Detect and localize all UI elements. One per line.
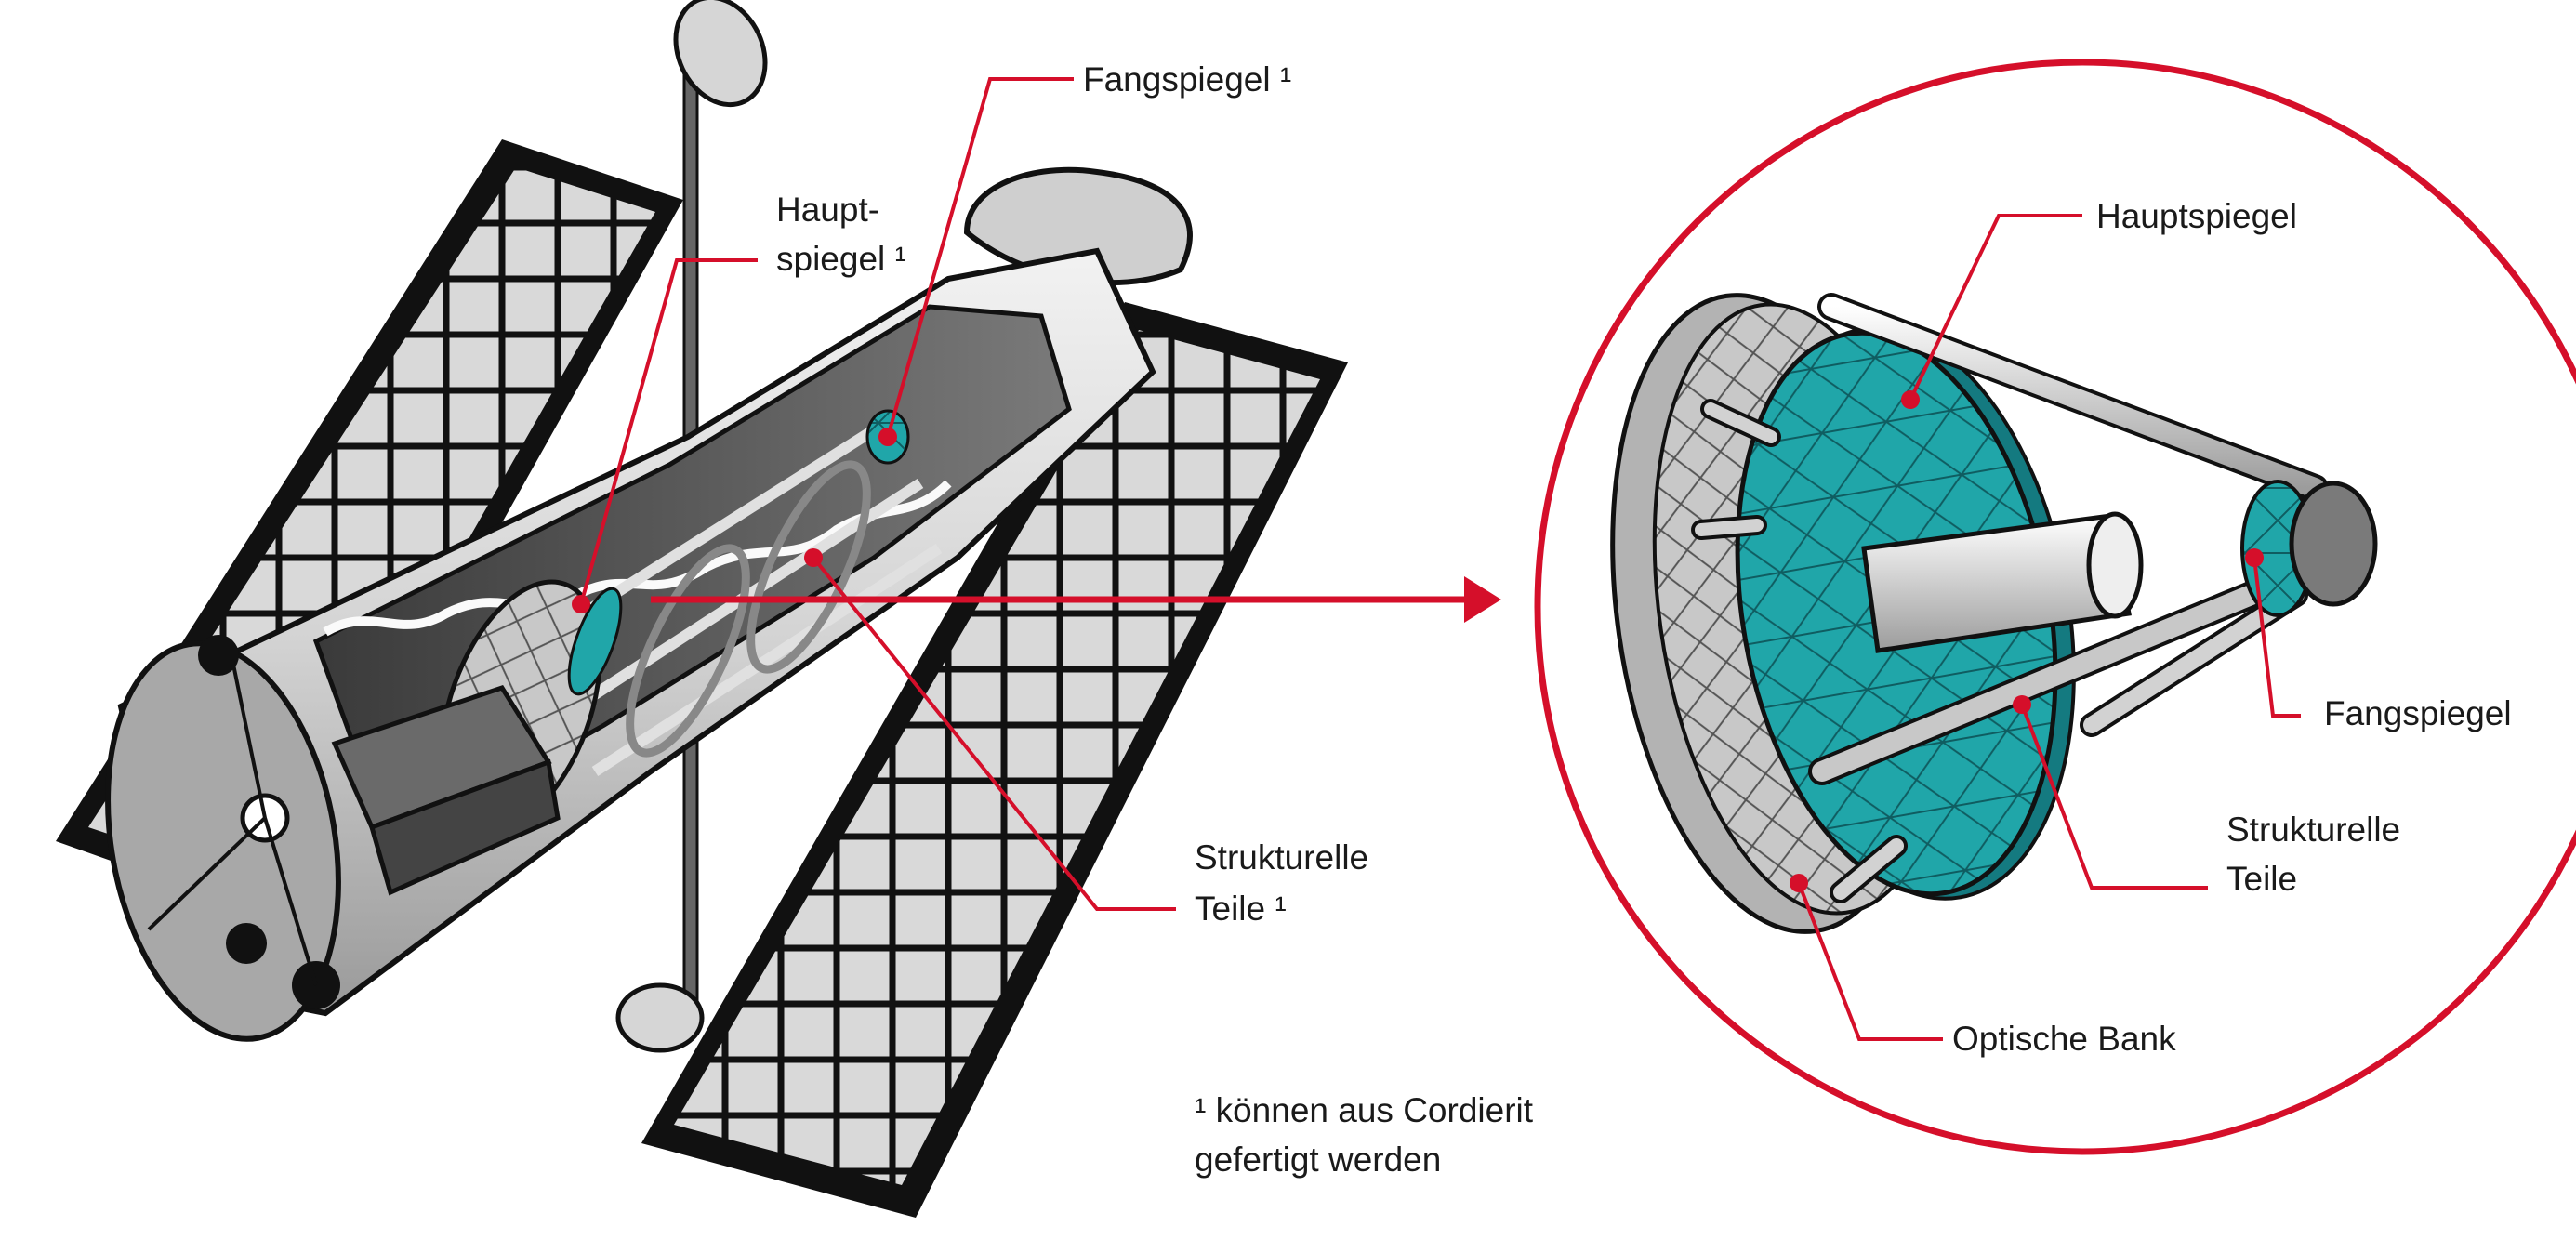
- detail-view: [1534, 59, 2576, 1155]
- detail-circle: [1534, 59, 2576, 1155]
- leader-lines: [579, 77, 2301, 1041]
- solar-panel-right: [641, 302, 1348, 1218]
- leader-dots: [572, 390, 2264, 892]
- label-strukturelle-right-2: Teile: [2226, 860, 2297, 898]
- central-baffle: [1861, 511, 2144, 653]
- secondary-mirror-large: [2240, 480, 2378, 617]
- footnote-line-2: gefertigt werden: [1195, 1140, 1441, 1179]
- label-optische-bank: Optische Bank: [1952, 1020, 2176, 1058]
- telescope-illustration: [56, 0, 1348, 1218]
- truss-rods: [535, 413, 943, 777]
- label-fangspiegel-left: Fangspiegel ¹: [1083, 60, 1291, 99]
- label-strukturelle-left-2: Teile ¹: [1195, 890, 1287, 928]
- label-strukturelle-left-1: Strukturelle: [1195, 838, 1368, 877]
- telescope-end-cap: [105, 635, 341, 1042]
- label-strukturelle-right-1: Strukturelle: [2226, 811, 2400, 849]
- label-hauptspiegel-left-2: spiegel ¹: [776, 240, 906, 278]
- instrument-box: [331, 685, 561, 896]
- label-fangspiegel-right: Fangspiegel: [2324, 694, 2512, 732]
- label-hauptspiegel-right: Hauptspiegel: [2096, 197, 2297, 235]
- footnote-line-1: ¹ können aus Cordierit: [1195, 1091, 1534, 1129]
- labels: Fangspiegel ¹ Haupt- spiegel ¹ Strukture…: [776, 60, 2512, 1179]
- label-hauptspiegel-left-1: Haupt-: [776, 191, 879, 229]
- connector-arrow: [651, 576, 1501, 623]
